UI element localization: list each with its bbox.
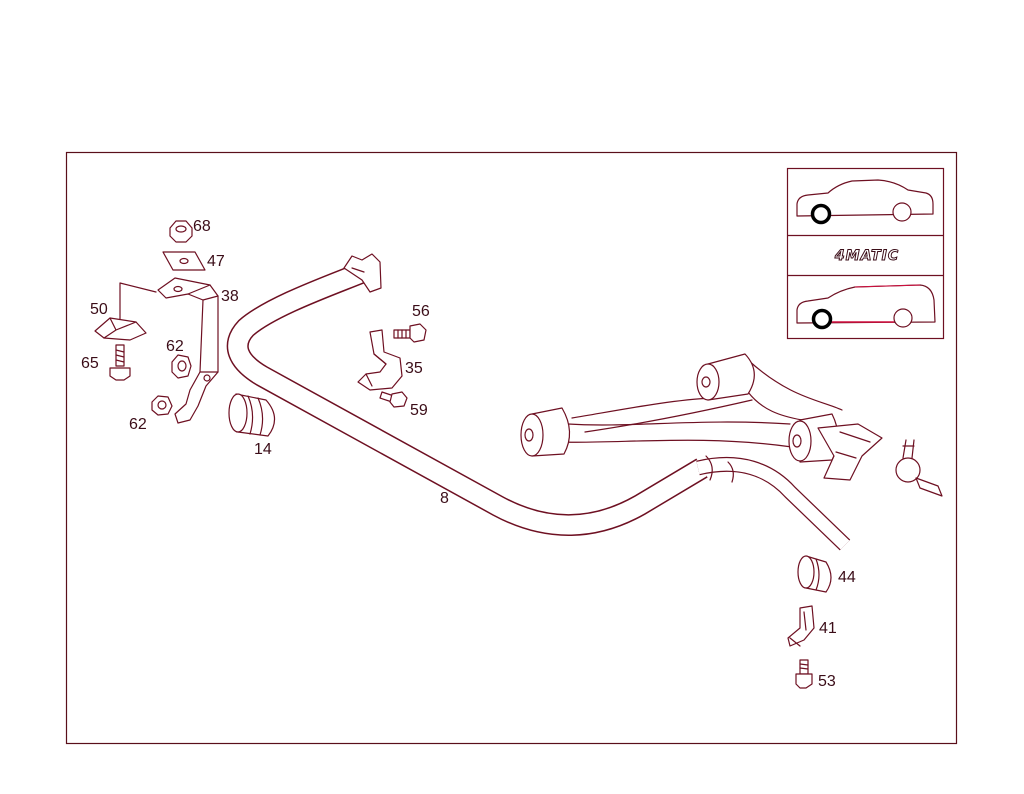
clamp-35-body [357, 329, 403, 391]
callout-35[interactable]: 35 [405, 360, 423, 377]
wagon-roof-highlight [854, 284, 921, 288]
vehicle-inset: 4MATIC [786, 167, 945, 340]
bushing-44-rib [815, 558, 820, 591]
stabilizer-bar-rib-2 [727, 461, 734, 483]
bushing-14-face [228, 393, 248, 433]
callout-68[interactable]: 68 [193, 218, 211, 235]
part-53-bolt [795, 659, 813, 689]
callout-47[interactable]: 47 [207, 253, 225, 270]
stabilizer-bar-end-fill [696, 458, 850, 550]
part-14-bushing [228, 393, 276, 437]
wagon-front-wheel-highlight [811, 308, 833, 330]
bushing-top-hole [701, 376, 711, 388]
callout-56[interactable]: 56 [412, 303, 430, 320]
control-arm-lower-edge [559, 439, 793, 448]
part-56-bolt [393, 323, 427, 343]
bolt-59-head [389, 391, 408, 408]
bracket-38-lower-hole [203, 374, 211, 382]
part-8-stabilizer-bar [226, 253, 851, 551]
part-59-bolt [379, 391, 408, 408]
part-44-bushing [797, 555, 832, 593]
control-arm-rear-link-bottom [584, 399, 753, 433]
callout-44[interactable]: 44 [838, 569, 856, 586]
ball-joint-thread [915, 477, 943, 497]
ball-joint-stud [902, 439, 915, 459]
control-arm-upper-edge [567, 421, 791, 426]
nut-62-upper-hole [177, 360, 187, 372]
control-arm-assembly [520, 353, 943, 497]
bolt-53-thread [799, 663, 809, 670]
control-arm-rear-link-top [571, 397, 713, 419]
part-62-nut-upper [171, 354, 192, 379]
part-47-plate [162, 251, 206, 271]
knuckle-detail [835, 431, 871, 459]
stabilizer-bar-tip [343, 253, 382, 293]
clip-50-leader [119, 282, 157, 327]
callout-53[interactable]: 53 [818, 673, 836, 690]
bolt-53-shank [799, 659, 809, 675]
wagon-icon [796, 284, 936, 330]
part-35-clamp [357, 329, 403, 391]
sedan-front-wheel-highlight [810, 203, 832, 225]
sedan-rear-wheel [892, 202, 912, 222]
clamp-35-fold [365, 353, 387, 387]
callout-59[interactable]: 59 [410, 402, 428, 419]
control-arm-front-link-top [747, 359, 843, 411]
bushing-left-hole [524, 428, 534, 442]
bolt-65-head [109, 367, 131, 381]
bolt-53-head [795, 673, 813, 689]
part-38-bracket [157, 277, 219, 424]
part-62-nut-lower [151, 395, 173, 416]
stabilizer-bar-fill [228, 261, 707, 535]
bolt-65-thread [115, 349, 125, 363]
part-50-clip [94, 282, 157, 341]
4matic-badge: 4MATIC [834, 248, 899, 264]
bracket-38-body [157, 277, 219, 424]
bracket-38-fold [187, 284, 219, 373]
plate-47-hole [179, 257, 189, 265]
control-arm-front-link-bottom [747, 391, 803, 421]
steering-knuckle [817, 423, 883, 481]
stabilizer-bar-tip-edge [351, 267, 365, 273]
part-65-bolt [109, 344, 131, 381]
clip-50-body [94, 317, 147, 341]
callout-labels: 68 47 38 50 62 65 62 14 56 35 59 8 44 41… [81, 218, 856, 690]
callout-50[interactable]: 50 [90, 301, 108, 318]
bushing-top-body [707, 353, 755, 401]
part-68-nut [169, 220, 193, 243]
nut-62-lower-hole [157, 400, 167, 410]
clamp-41-fold [789, 611, 807, 647]
callout-14[interactable]: 14 [254, 441, 272, 458]
bolt-56-head [409, 323, 427, 343]
nut-68-hole [175, 225, 187, 233]
wagon-rear-wheel [893, 308, 913, 328]
ball-joint [895, 457, 921, 483]
callout-41[interactable]: 41 [819, 620, 837, 637]
part-41-clamp [787, 605, 815, 647]
clip-50-detail [103, 317, 137, 339]
callout-65[interactable]: 65 [81, 355, 99, 372]
bracket-38-hole [173, 285, 183, 293]
callout-8[interactable]: 8 [440, 490, 449, 507]
plate-47-body [162, 251, 206, 271]
bushing-14-ribs [247, 395, 264, 436]
callout-62-upper[interactable]: 62 [166, 338, 184, 355]
stabilizer-bar-rib [705, 455, 713, 481]
bushing-right-hole [792, 434, 802, 448]
sedan-icon [796, 179, 934, 225]
callout-38[interactable]: 38 [221, 288, 239, 305]
bolt-56-thread [397, 329, 407, 339]
bushing-44-face [797, 555, 815, 589]
diagram-frame [65, 151, 958, 745]
callout-62-lower[interactable]: 62 [129, 416, 147, 433]
